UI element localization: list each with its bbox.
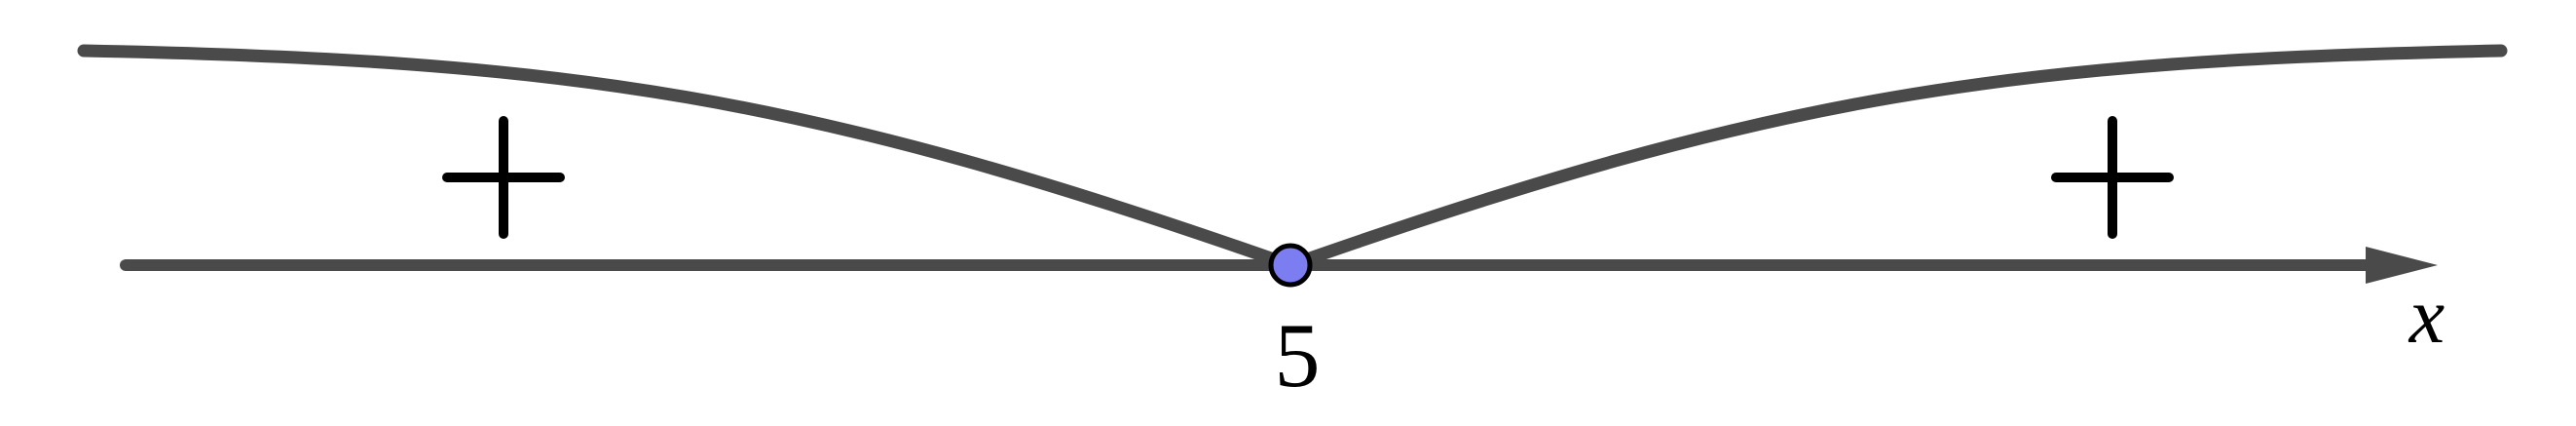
plus-sign-right <box>2051 116 2174 239</box>
axis-arrowhead-icon <box>2366 247 2438 284</box>
zero-point-label: 5 <box>1275 305 1321 407</box>
plus-sign-left <box>442 116 565 239</box>
zero-point-marker <box>1268 243 1313 288</box>
x-axis-label: x <box>2408 271 2445 360</box>
function-curve <box>77 44 2508 272</box>
